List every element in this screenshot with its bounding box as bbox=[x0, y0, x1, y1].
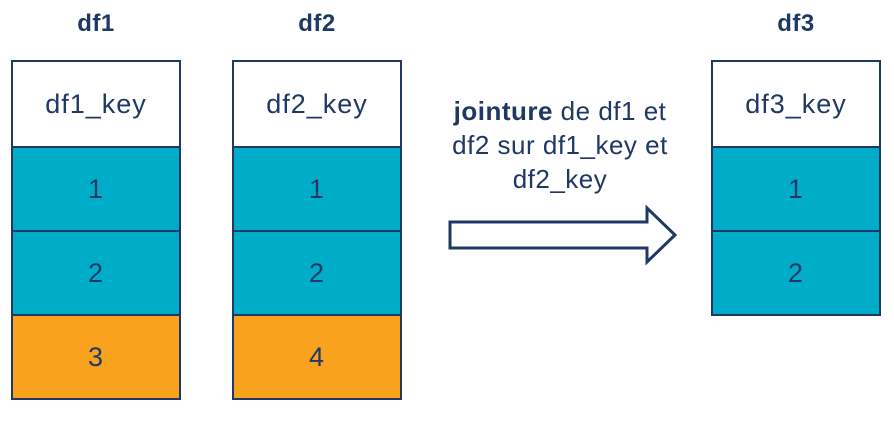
join-annotation-line3: df2_key bbox=[512, 164, 608, 194]
df1-row-2: 2 bbox=[13, 230, 179, 314]
df2-header-cell: df2_key bbox=[234, 62, 400, 146]
join-annotation: jointure de df1 et df2 sur df1_key et df… bbox=[424, 94, 696, 196]
right-arrow-icon bbox=[448, 204, 678, 266]
join-annotation-line1: de df1 et bbox=[552, 96, 667, 126]
df3-row-2: 2 bbox=[713, 230, 879, 314]
df2-title: df2 bbox=[298, 10, 336, 37]
df1-group: df1 df1_key 1 2 3 bbox=[11, 8, 181, 400]
df1-header-cell: df1_key bbox=[13, 62, 179, 146]
df1-table: df1_key 1 2 3 bbox=[11, 60, 181, 400]
join-annotation-keyword: jointure bbox=[453, 96, 553, 126]
df2-row-1: 1 bbox=[234, 146, 400, 230]
df2-group: df2 df2_key 1 2 4 bbox=[232, 8, 402, 400]
df1-row-3: 3 bbox=[13, 314, 179, 398]
df1-title: df1 bbox=[77, 10, 115, 37]
join-annotation-line2: df2 sur df1_key et bbox=[452, 130, 668, 160]
df3-row-1: 1 bbox=[713, 146, 879, 230]
df3-title: df3 bbox=[777, 10, 815, 37]
df3-group: df3 df3_key 1 2 bbox=[711, 8, 881, 316]
df2-row-2: 2 bbox=[234, 230, 400, 314]
df3-table: df3_key 1 2 bbox=[711, 60, 881, 316]
df2-table: df2_key 1 2 4 bbox=[232, 60, 402, 400]
df3-header-cell: df3_key bbox=[713, 62, 879, 146]
df2-row-3: 4 bbox=[234, 314, 400, 398]
df1-row-1: 1 bbox=[13, 146, 179, 230]
